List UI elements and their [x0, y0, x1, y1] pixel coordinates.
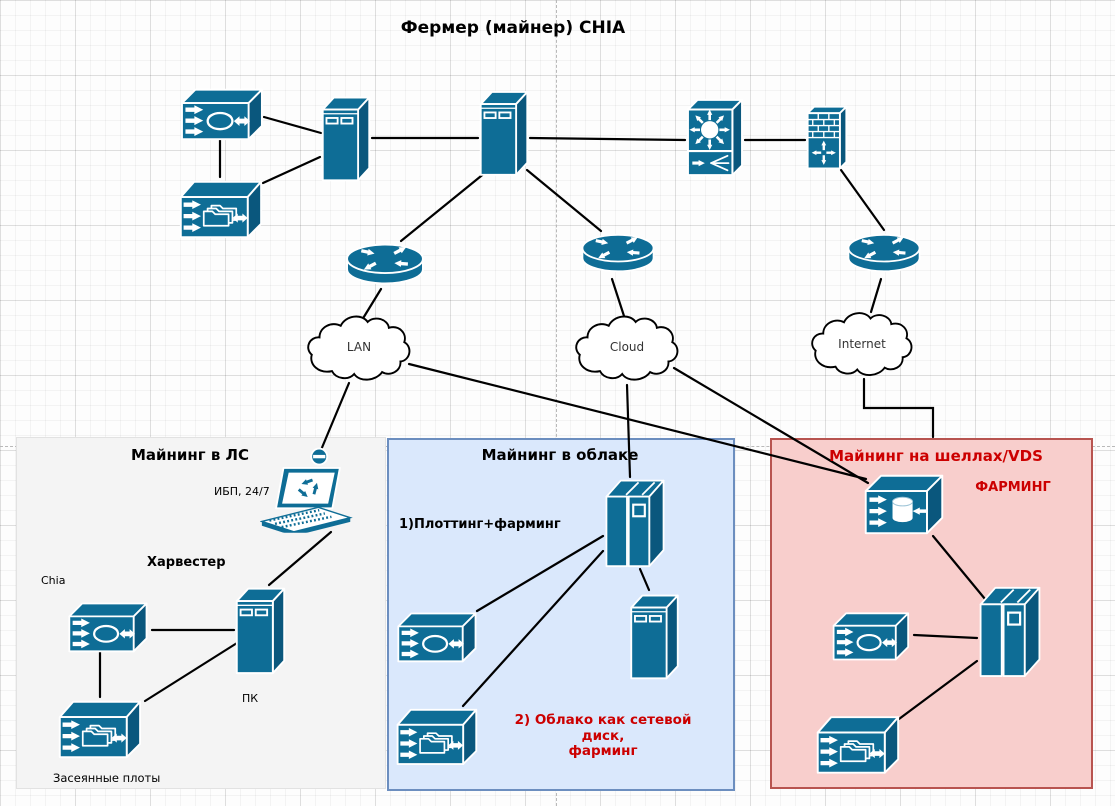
farming-label: ФАРМИНГ [975, 480, 1051, 495]
internet-cloud-label: Internet [838, 337, 886, 351]
cloud-router-icon [578, 226, 658, 281]
region-lan-title: Майнинг в ЛС [130, 446, 250, 464]
page-guide-vertical [556, 0, 557, 806]
seeded-plots-label: Засеянные плоты [53, 771, 161, 785]
vds-dual-server-icon [976, 582, 1044, 680]
vds-disk-icon [826, 608, 914, 663]
plotting-farming-label: 1)Плоттинг+фарминг [399, 517, 561, 532]
cloud-note-label: 2) Облако как сетевой диск, фарминг [493, 712, 713, 760]
harvester-pc-icon [233, 582, 288, 677]
cloud-cloud-label: Cloud [609, 340, 645, 354]
nas-storage-icon [176, 84, 266, 143]
lan-cloud-label: LAN [346, 340, 372, 354]
diagram-title: Фермер (майнер) CHIA [400, 18, 626, 38]
cloud-single-server-icon [627, 589, 682, 682]
region-vds-title: Майнинг на шеллах/VDS [829, 447, 1043, 465]
seeded-plots-icon [54, 696, 144, 761]
region-cloud-title: Майнинг в облаке [481, 446, 639, 464]
harvester-label: Харвестер [147, 555, 226, 570]
internet-router-icon [844, 226, 924, 281]
server-tower-icon [319, 91, 373, 184]
cloud-plots-icon [392, 704, 480, 768]
firewall-icon [804, 102, 850, 174]
cloud-note-line1: 2) Облако как сетевой диск, [514, 712, 692, 744]
cloud-note-line2: фарминг [568, 743, 638, 760]
cloud-storage-icon [392, 608, 480, 665]
plots-folders-icon [175, 176, 265, 241]
l3-switch-icon [684, 96, 746, 179]
chia-label: Chia [41, 574, 66, 587]
ups-laptop-icon [260, 446, 354, 533]
pc-label: ПК [242, 692, 259, 705]
vds-plots-icon [812, 710, 902, 778]
cloud-dual-server-icon [602, 475, 668, 570]
core-server-icon [477, 85, 531, 179]
vds-storage-icon [860, 470, 948, 537]
lan-router-icon [342, 237, 428, 292]
chia-storage-icon [63, 598, 151, 655]
ups-label: ИБП, 24/7 [214, 485, 270, 498]
